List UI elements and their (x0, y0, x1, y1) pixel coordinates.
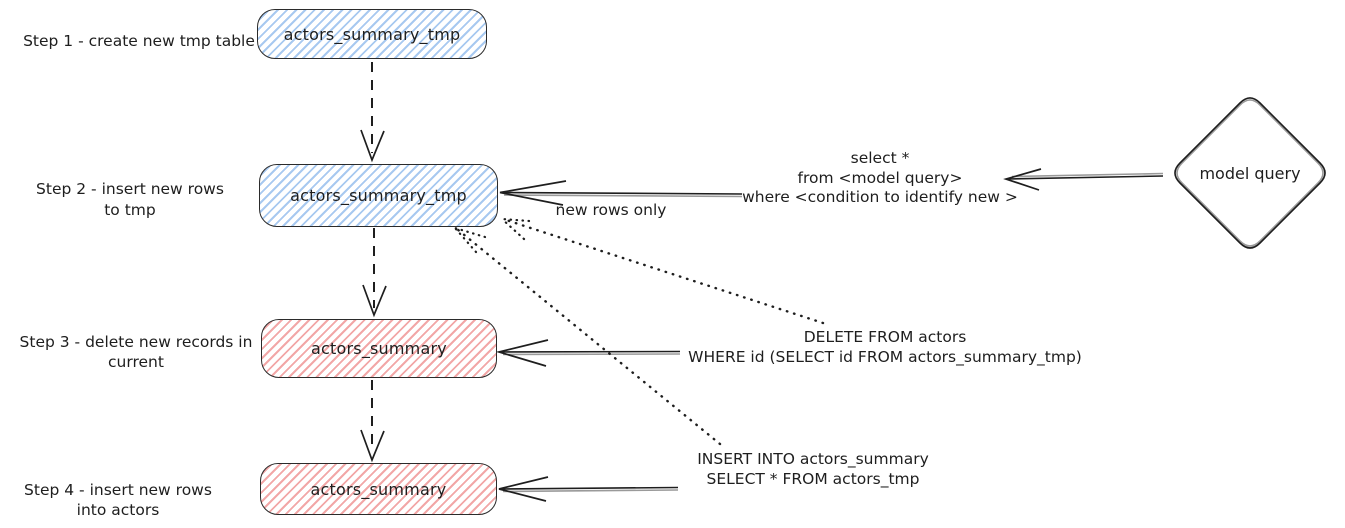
dashed-arrow-step1-to-step2 (360, 62, 385, 163)
arrow-model-query-to-select-text (1003, 168, 1164, 191)
step2-table-node: actors_summary_tmp (259, 164, 498, 227)
step3-table-node: actors_summary (261, 319, 497, 378)
dotted-arrow-delete-query-to-tmp-box (500, 217, 825, 325)
step2-label: Step 2 - insert new rows to tmp (36, 180, 224, 219)
step3-label: Step 3 - delete new records in current (19, 333, 253, 371)
step1-table-node: actors_summary_tmp (257, 9, 487, 59)
dotted-arrow-insert-query-to-tmp-box (453, 226, 722, 446)
arrow-insert-query-to-step4-box (498, 476, 679, 502)
delete-query-text: DELETE FROM actors WHERE id (SELECT id F… (688, 328, 1082, 366)
arrow-new-rows-to-step2-box (499, 180, 743, 206)
step1-label: Step 1 - create new tmp table (23, 32, 255, 50)
dashed-arrow-step2-to-step3 (362, 228, 387, 318)
model-query-diamond: model query (1167, 90, 1333, 256)
step4-label: Step 4 - insert new rows into actors (24, 481, 212, 519)
new-rows-only-label: new rows only (555, 201, 667, 219)
dashed-arrow-step3-to-step4 (360, 380, 385, 463)
step4-table-node: actors_summary (260, 463, 497, 515)
arrow-delete-query-to-step3-box (495, 339, 681, 367)
step4-table-node-label: actors_summary (310, 479, 447, 499)
diamond-shape (1174, 97, 1326, 249)
step2-table-node-label: actors_summary_tmp (290, 186, 467, 205)
step1-table-node-label: actors_summary_tmp (283, 24, 461, 44)
insert-query-text: INSERT INTO actors_summary SELECT * FROM… (697, 450, 929, 488)
step3-table-node-label: actors_summary (311, 339, 447, 358)
model-select-query-text: select * from <model query> where <condi… (742, 149, 1018, 206)
model-query-diamond-label: model query (1199, 163, 1301, 183)
